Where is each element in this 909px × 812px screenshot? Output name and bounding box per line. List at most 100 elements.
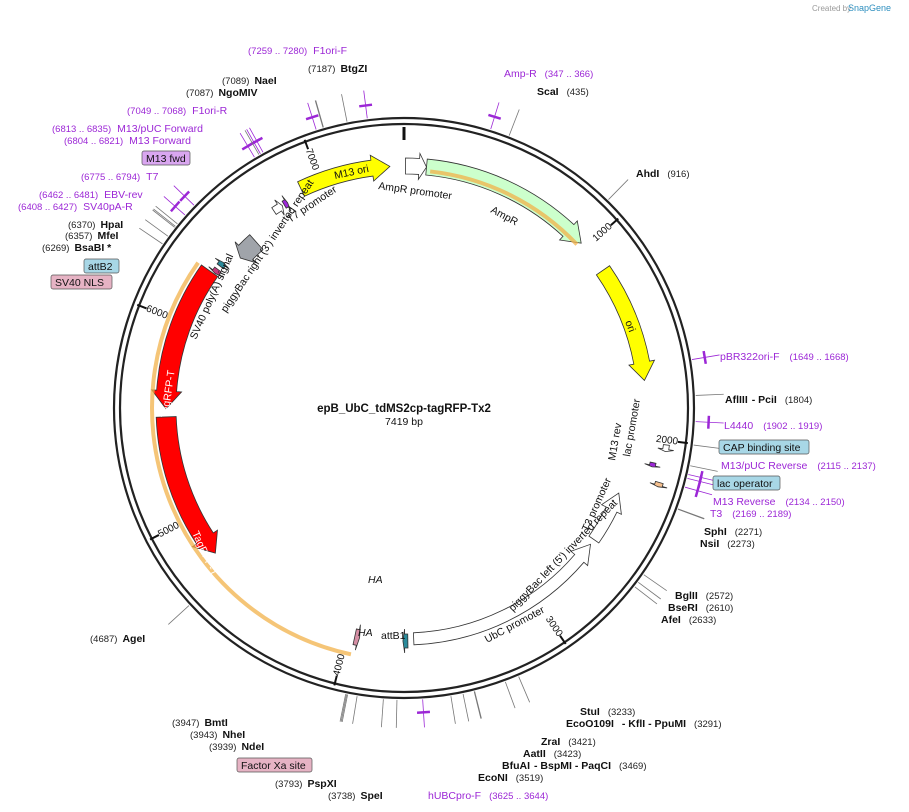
enzyme-afei[interactable]: AfeI(2633) <box>661 614 716 626</box>
backbone-outer <box>112 116 696 700</box>
box-factor-xa-site[interactable]: Factor Xa site <box>236 757 313 773</box>
feature-arrow[interactable] <box>281 195 292 212</box>
feature-arrow[interactable] <box>588 492 622 544</box>
primer-pbr322ori-f[interactable]: pBR322ori-F(1649 .. 1668) <box>720 351 849 363</box>
enzyme-stui[interactable]: StuI(3233) <box>580 706 635 718</box>
enzyme-nsii[interactable]: NsiI(2273) <box>700 538 755 550</box>
primer-mark <box>241 141 254 151</box>
enzyme-mfei[interactable]: (6357)MfeI <box>65 230 119 242</box>
feature-arrow[interactable] <box>649 480 668 489</box>
leader-line <box>690 465 718 472</box>
primer-mark <box>707 415 711 429</box>
label-lac-promoter: lac promoter <box>621 397 643 457</box>
primer-f1ori-r[interactable]: (7049 .. 7068)F1ori-R <box>127 105 228 117</box>
tick-mark <box>333 675 338 686</box>
leader-line <box>341 94 348 122</box>
feature-arrow[interactable] <box>595 265 656 382</box>
enzyme-ecoo109i[interactable]: EcoO109I- KflI - PpuMI(3291) <box>566 718 722 730</box>
leader-line <box>341 694 348 723</box>
primer-labels: (7259 .. 7280)F1ori-F Amp-R(347 .. 366) … <box>18 45 876 802</box>
primer-hubcpro-f[interactable]: hUBCpro-F(3625 .. 3644) <box>428 790 548 802</box>
leader-line <box>153 208 176 227</box>
leader-line <box>473 691 482 719</box>
enzyme-bsabi[interactable]: (6269)BsaBI * <box>42 242 112 254</box>
label-ha-1: HA <box>368 574 383 586</box>
tick-label: 4000 <box>332 653 348 678</box>
box-cap-binding-site[interactable]: CAP binding site <box>718 439 810 455</box>
feature-layer <box>150 151 674 657</box>
primer-mark <box>169 200 181 213</box>
box-attb2[interactable]: attB2 <box>83 258 120 274</box>
tick-mark <box>136 303 147 310</box>
primer-f1ori-f[interactable]: (7259 .. 7280)F1ori-F <box>248 45 347 57</box>
enzyme-ngomiv[interactable]: (7087)NgoMIV <box>186 87 258 99</box>
primer-m13-reverse[interactable]: M13 Reverse(2134 .. 2150) <box>713 496 845 508</box>
feature-arrow[interactable] <box>644 461 661 468</box>
credit-created-by: Created by <box>812 4 851 13</box>
enzyme-sphi[interactable]: SphI(2271) <box>704 526 762 538</box>
box-sv40-nls[interactable]: SV40 NLS <box>50 274 113 290</box>
enzyme-ndei[interactable]: (3939)NdeI <box>209 741 264 753</box>
tick-label: 2000 <box>655 434 679 448</box>
highlight-arc <box>429 169 579 246</box>
primer-m13-forward[interactable]: (6804 .. 6821)M13 Forward <box>64 135 191 147</box>
enzyme-btgzi[interactable]: (7187)BtgZI <box>308 63 367 75</box>
primer-m13-puc-reverse[interactable]: M13/pUC Reverse(2115 .. 2137) <box>721 460 876 472</box>
tick-label: 7000 <box>303 147 321 172</box>
feature-arrow[interactable] <box>271 199 285 216</box>
enzyme-aatii[interactable]: AatII(3423) <box>523 748 581 760</box>
leader-line <box>244 130 260 155</box>
leader-line <box>677 508 705 520</box>
tick-label: 3000 <box>543 614 565 639</box>
feature-arrow[interactable] <box>234 234 264 264</box>
enzyme-bmti[interactable]: (3947)BmtI <box>172 717 228 729</box>
enzyme-agei[interactable]: (4687)AgeI <box>90 633 145 645</box>
feature-arrow[interactable] <box>352 624 361 651</box>
primer-l4440[interactable]: L4440(1902 .. 1919) <box>724 420 822 432</box>
feature-arrow[interactable] <box>150 264 219 410</box>
enzyme-zrai[interactable]: ZraI(3421) <box>541 736 596 748</box>
svg-text:Factor Xa site: Factor Xa site <box>241 760 306 772</box>
primer-m13-puc-forward[interactable]: (6813 .. 6835)M13/pUC Forward <box>52 123 203 135</box>
feature-arrow[interactable] <box>413 543 591 646</box>
enzyme-naei[interactable]: (7089)NaeI <box>222 75 277 87</box>
label-attb1: attB1 <box>381 630 406 642</box>
enzyme-scai[interactable]: ScaI(435) <box>537 86 589 98</box>
plasmid-name: epB_UbC_tdMS2cp-tagRFP-Tx2 <box>317 403 491 415</box>
enzyme-spei[interactable]: (3738)SpeI <box>328 790 383 802</box>
svg-text:lac operator: lac operator <box>717 478 773 490</box>
primer-t3[interactable]: T3(2169 .. 2189) <box>710 508 791 520</box>
primer-mark <box>359 103 373 108</box>
feature-arrow[interactable] <box>214 257 230 270</box>
enzyme-econi[interactable]: EcoNI(3519) <box>478 772 543 784</box>
feature-arrow[interactable] <box>297 154 391 197</box>
feature-arrow[interactable] <box>208 266 224 278</box>
feature-arrow[interactable] <box>404 151 427 181</box>
enzyme-bglii[interactable]: BglII(2572) <box>675 590 733 602</box>
leader-line <box>339 694 347 722</box>
enzyme-ahdi[interactable]: AhdI(916) <box>636 168 690 180</box>
box-lac-operator[interactable]: lac operator <box>712 475 781 491</box>
primer-sv40pa-r[interactable]: (6408 .. 6427)SV40pA-R <box>18 201 133 213</box>
svg-text:M13 fwd: M13 fwd <box>146 153 186 165</box>
leader-line <box>638 581 661 600</box>
enzyme-pspxi[interactable]: (3793)PspXI <box>275 778 337 790</box>
enzyme-nhei[interactable]: (3943)NheI <box>190 729 245 741</box>
enzyme-hpai[interactable]: (6370)HpaI <box>68 219 123 231</box>
label-ha-2: HA <box>358 627 373 639</box>
primer-t7[interactable]: (6775 .. 6794)T7 <box>81 171 159 183</box>
feature-arrow[interactable] <box>155 416 218 554</box>
primer-amp-r[interactable]: Amp-R(347 .. 366) <box>504 68 593 80</box>
feature-arrow[interactable] <box>425 158 582 244</box>
feature-arrow[interactable] <box>402 628 409 654</box>
box-m13-fwd[interactable]: M13 fwd <box>141 150 191 166</box>
enzyme-bfuai[interactable]: BfuAI- BspMI - PaqCI(3469) <box>502 760 646 772</box>
enzyme-bseri[interactable]: BseRI(2610) <box>668 602 733 614</box>
feature-arrow[interactable] <box>657 444 674 453</box>
label-ampr-promoter: AmpR promoter <box>378 180 454 202</box>
leader-line <box>145 219 169 237</box>
primer-ebv-rev[interactable]: (6462 .. 6481)EBV-rev <box>39 189 143 201</box>
tick-mark <box>559 635 567 645</box>
enzyme-afliii[interactable]: AflIII- PciI(1804) <box>725 394 812 406</box>
